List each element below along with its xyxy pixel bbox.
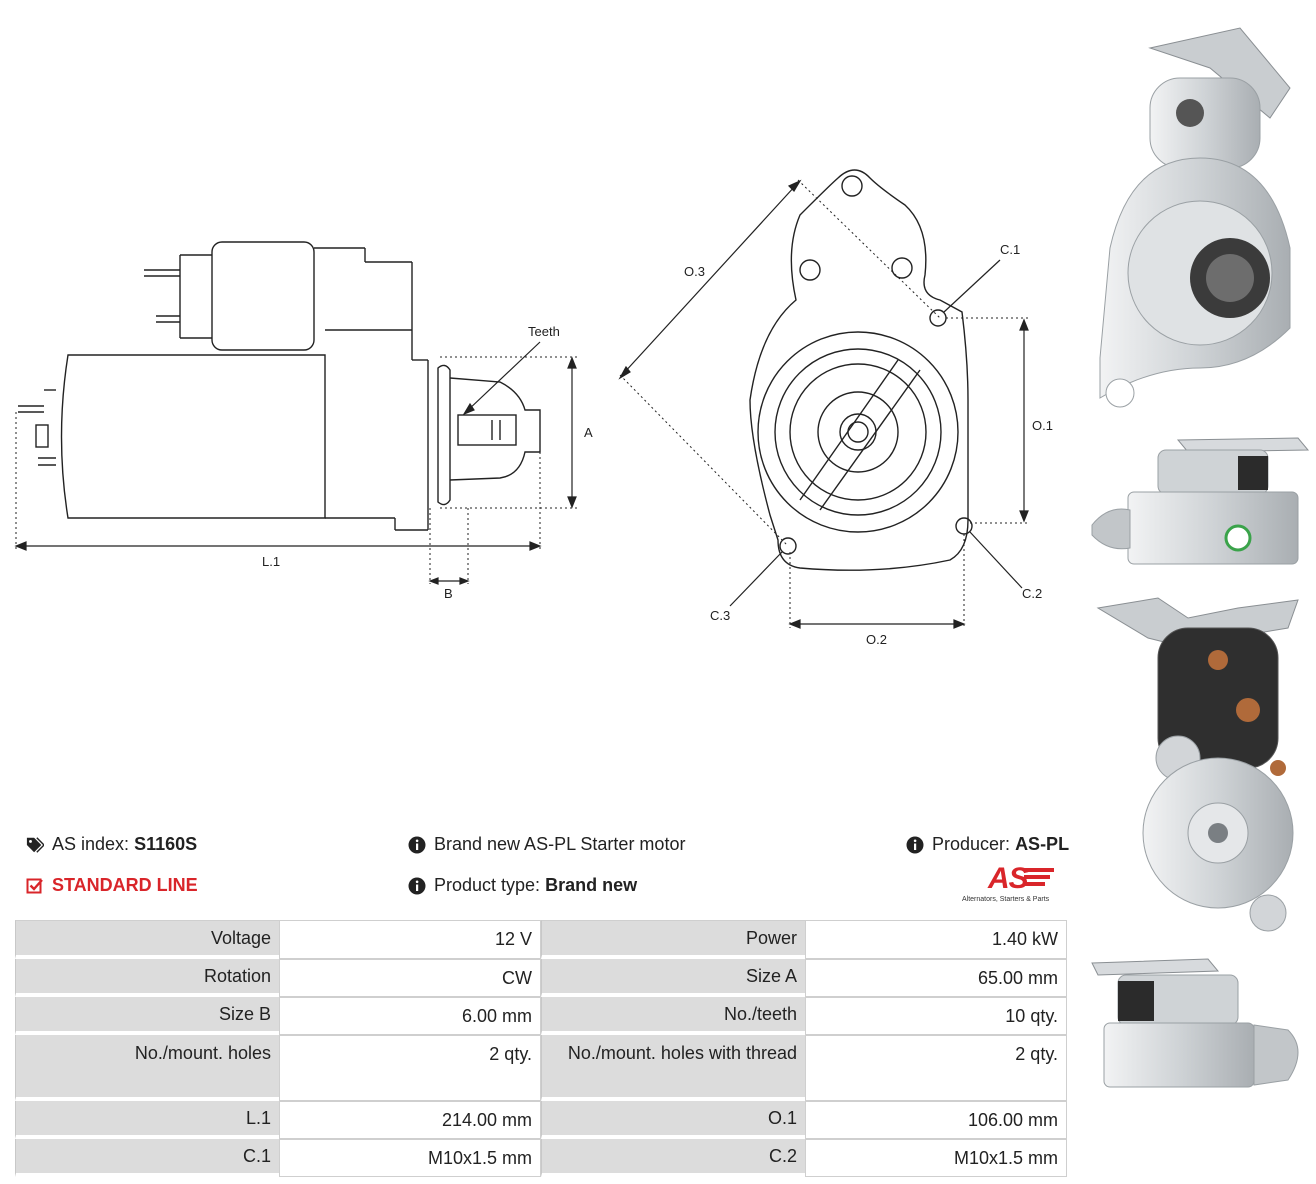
spec-label: Size A xyxy=(541,959,805,997)
logo-tagline: Alternators, Starters & Parts xyxy=(962,896,1050,903)
info-icon xyxy=(408,836,426,854)
spec-value: 214.00 mm xyxy=(279,1101,541,1139)
product-photo-front xyxy=(1099,27,1291,408)
label-o1: O.1 xyxy=(1032,418,1053,433)
product-photo-top xyxy=(1091,958,1299,1088)
spec-label: No./mount. holes xyxy=(15,1035,279,1101)
product-type-value: Brand new xyxy=(545,875,638,895)
standard-line-label: STANDARD LINE xyxy=(52,875,198,895)
tags-icon xyxy=(26,836,44,854)
spec-label: O.1 xyxy=(541,1101,805,1139)
logo-mark: AS xyxy=(988,862,1029,895)
as-index-value: S1160S xyxy=(134,834,198,854)
spec-label: Power xyxy=(541,920,805,959)
technical-drawing: Teeth A L.1 B xyxy=(14,169,1053,647)
spec-value: 1.40 kW xyxy=(805,920,1067,959)
product-photo-rear xyxy=(1096,597,1299,932)
spec-label: Size B xyxy=(15,997,279,1035)
product-photo-side xyxy=(1091,437,1310,565)
label-o3: O.3 xyxy=(684,264,705,279)
info-icon xyxy=(408,877,426,895)
spec-label: No./teeth xyxy=(541,997,805,1035)
spec-value: 65.00 mm xyxy=(805,959,1067,997)
spec-value: 2 qty. xyxy=(279,1035,541,1101)
spec-label: Voltage xyxy=(15,920,279,959)
spec-value: 106.00 mm xyxy=(805,1101,1067,1139)
spec-value: M10x1.5 mm xyxy=(279,1139,541,1177)
producer-value: AS-PL xyxy=(1015,834,1070,854)
producer: Producer: AS-PL xyxy=(906,834,1069,855)
label-c2: C.2 xyxy=(1022,586,1042,601)
spec-label: Rotation xyxy=(15,959,279,997)
spec-value: M10x1.5 mm xyxy=(805,1139,1067,1177)
label-teeth: Teeth xyxy=(528,324,560,339)
spec-label: C.2 xyxy=(541,1139,805,1177)
spec-value: 6.00 mm xyxy=(279,997,541,1035)
producer-label: Producer: xyxy=(932,834,1011,854)
label-b: B xyxy=(444,586,453,601)
spec-value: CW xyxy=(279,959,541,997)
spec-label: L.1 xyxy=(15,1101,279,1139)
as-pl-logo: AS Alternators, Starters & Parts xyxy=(962,864,1072,908)
logo-stripes xyxy=(1024,868,1054,892)
brand-info: Brand new AS-PL Starter motor xyxy=(408,834,685,855)
spec-label: C.1 xyxy=(15,1139,279,1177)
as-index: AS index: S1160S xyxy=(26,834,197,855)
as-index-label: AS index: xyxy=(52,834,130,854)
label-o2: O.2 xyxy=(866,632,887,647)
brand-text: Brand new AS-PL Starter motor xyxy=(434,834,686,854)
spec-value: 10 qty. xyxy=(805,997,1067,1035)
spec-value: 2 qty. xyxy=(805,1035,1067,1101)
label-a: A xyxy=(584,425,593,440)
label-c3: C.3 xyxy=(710,608,730,623)
label-l1: L.1 xyxy=(262,554,280,569)
info-icon xyxy=(906,836,924,854)
label-c1: C.1 xyxy=(1000,242,1020,257)
check-square-icon xyxy=(26,877,44,895)
standard-line: STANDARD LINE xyxy=(26,875,198,896)
product-type-label: Product type: xyxy=(434,875,541,895)
spec-label: No./mount. holes with thread xyxy=(541,1035,805,1101)
spec-value: 12 V xyxy=(279,920,541,959)
product-type: Product type: Brand new xyxy=(408,875,637,896)
